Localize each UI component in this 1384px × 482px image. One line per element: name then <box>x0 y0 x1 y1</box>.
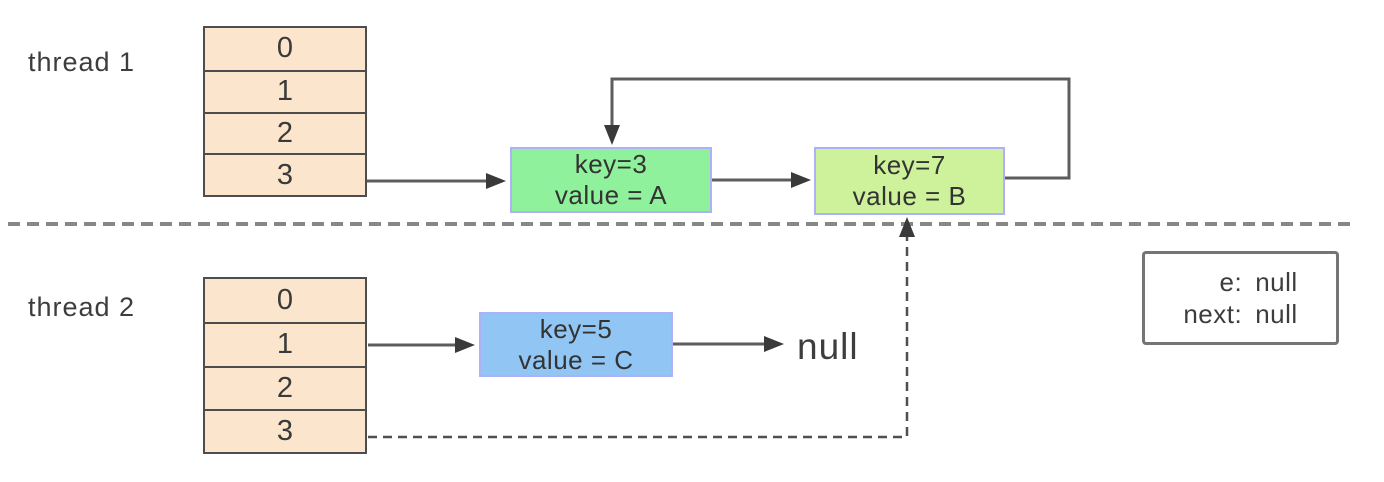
thread1-bucket-0: 0 <box>276 32 294 65</box>
node-key3-key-text: key=3 <box>574 149 648 179</box>
node-key5-key-text: key=5 <box>539 313 613 344</box>
arrow-bucket3-to-key3 <box>367 173 506 189</box>
node-key3-value-text: value = A <box>554 180 668 210</box>
thread1-label: thread 1 <box>28 47 136 77</box>
entry-e-label: e: <box>1219 267 1243 297</box>
node-key7-value-text: value = B <box>852 181 967 211</box>
arrow-key3-to-key7 <box>712 172 811 188</box>
entry-next-value: null <box>1255 299 1298 329</box>
thread1-bucket-1: 1 <box>205 69 365 112</box>
node-key3: key=3 value = A <box>510 147 712 213</box>
thread2-label: thread 2 <box>28 292 136 322</box>
entry-state-box: e: null next: null <box>1142 251 1339 345</box>
thread1-bucket-2: 2 <box>205 111 365 154</box>
thread2-bucket-0: 0 <box>276 284 294 317</box>
thread1-bucket-3: 3 <box>205 153 365 195</box>
entry-e-value: null <box>1255 267 1298 297</box>
null-label: null <box>797 326 859 367</box>
thread2-bucket-3: 3 <box>205 408 365 452</box>
thread2-bucket-2: 2 <box>205 365 365 409</box>
thread2-bucket-array: 0 1 2 3 <box>203 277 367 455</box>
node-key5-value-text: value = C <box>518 344 634 375</box>
arrow-bucket1-to-key5 <box>368 337 475 353</box>
node-key5: key=5 value = C <box>479 312 673 377</box>
entry-next-label: next: <box>1183 299 1243 329</box>
node-key7: key=7 value = B <box>814 147 1005 215</box>
node-key7-key-text: key=7 <box>873 150 946 180</box>
thread2-bucket-1: 1 <box>205 322 365 365</box>
thread1-bucket-array: 0 1 2 3 <box>203 26 367 198</box>
arrow-key5-to-null <box>673 336 784 352</box>
